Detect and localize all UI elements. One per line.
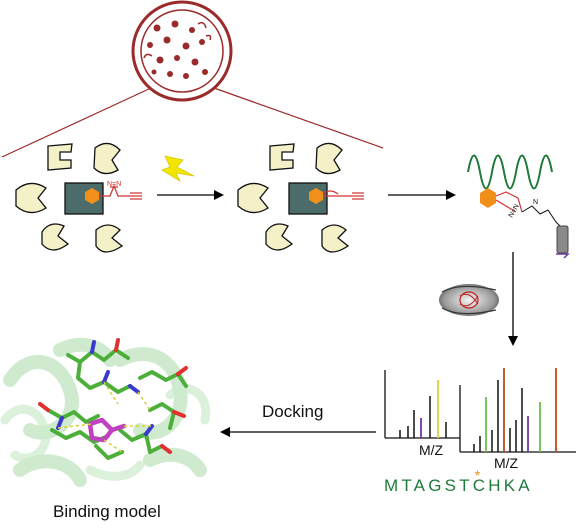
peptide-after: HKA <box>488 476 533 495</box>
peptide-before: MTAGST <box>384 476 473 495</box>
ligand-sticks <box>38 338 188 460</box>
spectrum-back <box>459 368 576 453</box>
proteome-panel-after <box>237 142 350 253</box>
diazo-n-label: N <box>533 199 538 206</box>
mass-spectrometer-icon <box>439 284 499 316</box>
diazirine-label: N=N <box>107 181 121 188</box>
zoom-line-right <box>213 87 384 149</box>
diazo-label: N=N <box>508 203 521 219</box>
probe-hexagon-enriched <box>480 188 496 208</box>
zoom-line-left <box>1 87 152 158</box>
binding-model-label: Binding model <box>53 502 161 521</box>
mz-label-back: M/Z <box>494 455 519 471</box>
peptide-sequence: MTAGST*CHKA <box>384 467 533 496</box>
probe-hexagon-after <box>309 188 323 204</box>
spectrum-front <box>384 370 460 439</box>
mz-label-front: M/Z <box>419 442 444 458</box>
hydrogen-bonds <box>57 381 152 453</box>
enriched-linker <box>495 191 523 213</box>
probe-hexagon-before <box>85 188 99 204</box>
peptide-wave <box>467 154 553 190</box>
diazirine-probe <box>99 184 142 200</box>
cell-icon <box>131 0 233 102</box>
bead-icon <box>556 225 569 254</box>
bead-linker <box>521 205 561 227</box>
crosslinked-probe <box>322 190 364 200</box>
lightning-icon <box>161 155 195 183</box>
modified-residue-letter: C <box>472 476 489 495</box>
modified-residue: *C <box>472 467 489 495</box>
modification-star: * <box>474 467 481 483</box>
proteome-panel-before <box>15 142 124 253</box>
docking-label: Docking <box>262 402 324 421</box>
